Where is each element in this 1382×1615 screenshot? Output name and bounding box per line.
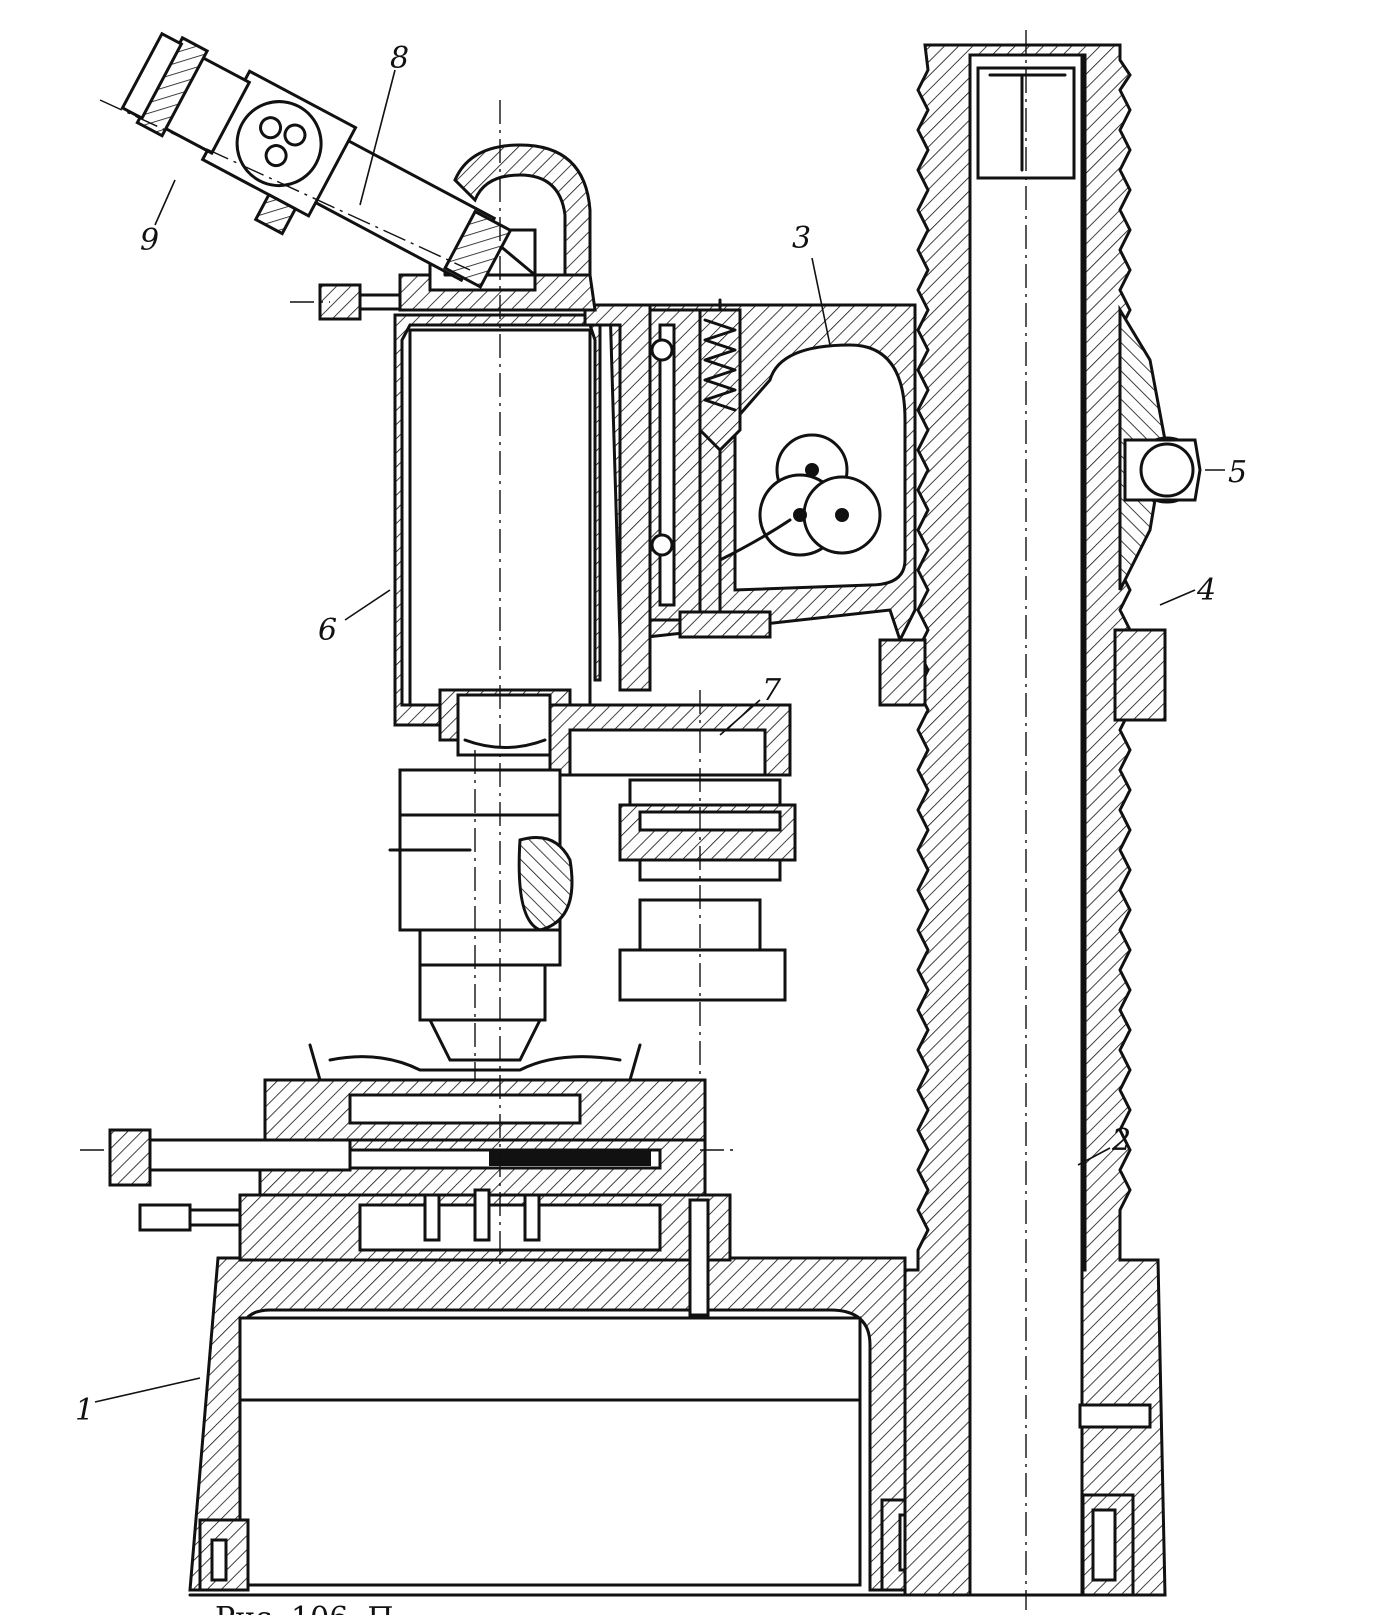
focusing-arm: [608, 298, 927, 707]
callout-2: 2: [1111, 1123, 1131, 1158]
callout-3: 3: [792, 221, 811, 256]
callout-7: 7: [762, 673, 782, 708]
column: [903, 30, 1167, 1610]
column-clamp: [1113, 304, 1202, 722]
specimen-stage: [80, 1043, 735, 1317]
callout-1: 1: [75, 1393, 94, 1428]
figure-caption: Рис. 106. П: [215, 1601, 394, 1615]
callout-labels: 1 2 3 4 5 6 7 8 9: [75, 41, 1247, 1428]
eyepiece-assembly: [120, 31, 513, 289]
callout-8: 8: [390, 41, 409, 76]
callout-9: 9: [140, 223, 159, 258]
callout-6: 6: [318, 613, 337, 648]
callout-5: 5: [1228, 455, 1247, 490]
callout-4: 4: [1196, 573, 1216, 608]
eyepiece-axis: [99, 99, 471, 271]
objective-turret: [388, 690, 797, 1140]
fine-focus-knob: [290, 283, 402, 321]
leader-lines: [94, 69, 1225, 1403]
